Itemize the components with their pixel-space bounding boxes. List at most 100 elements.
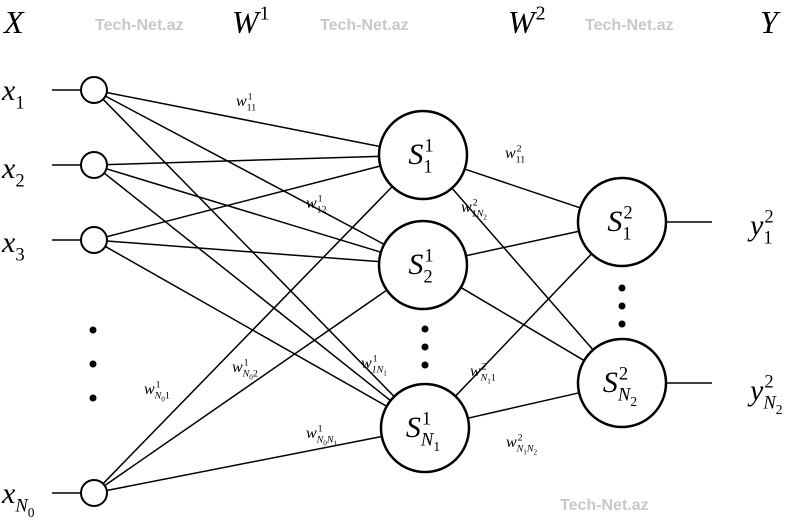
input-label-base: x: [1, 74, 16, 107]
hidden-neuron-label-base: S: [408, 248, 423, 281]
weight-label-base: w: [236, 93, 247, 110]
hidden-neuron-label-base: S: [406, 411, 421, 444]
input-label: x3: [1, 226, 25, 265]
ellipsis-dot: [89, 360, 97, 368]
weight-label-subscript: 0: [323, 439, 327, 447]
watermark-text: Tech-Net.az: [560, 497, 649, 514]
weight-label-superscript: 1: [156, 379, 161, 390]
connection-line: [460, 286, 585, 362]
hidden-neuron-label-base: S: [408, 138, 423, 171]
ellipsis-dot: [618, 284, 626, 292]
connection-line: [467, 392, 580, 419]
weight-label-superscript: 2: [473, 197, 478, 208]
column-header: X: [2, 4, 25, 40]
watermark-text: Tech-Net.az: [95, 17, 184, 34]
weight-label-base: w: [506, 434, 517, 451]
ellipsis-dot: [89, 326, 97, 334]
output-label-base: y: [747, 374, 764, 407]
connection-line: [103, 172, 392, 402]
input-node: [80, 76, 108, 104]
weight-label-superscript: 2: [518, 432, 523, 443]
weight-label-base: w: [144, 381, 155, 398]
weight-label-subscript: 1N: [472, 208, 485, 219]
weight-label-subscript: 2: [253, 368, 258, 379]
connection-line: [454, 253, 593, 397]
watermark-text: Tech-Net.az: [585, 17, 674, 34]
ellipsis-dot: [421, 343, 429, 351]
weight-label-subscript: N: [316, 434, 325, 445]
weight-label-subscript: 1: [523, 448, 527, 456]
weight-label-subscript: N: [526, 443, 535, 454]
weight-label-base: w: [505, 145, 516, 162]
output-label-superscript: 2: [764, 206, 773, 227]
input-node: [80, 479, 108, 507]
connection-line: [102, 98, 395, 398]
hidden-neuron-label-superscript: 1: [424, 245, 433, 266]
ellipsis-dot: [618, 302, 626, 310]
watermark-text: Tech-Net.az: [320, 17, 409, 34]
weight-label-subscript: 11: [247, 102, 257, 113]
output-label-superscript: 2: [764, 371, 773, 392]
input-label-subscript: 0: [28, 505, 35, 520]
weight-label-base: w: [232, 359, 243, 376]
weight-label-subscript: 1: [333, 439, 337, 447]
hidden-neuron-label-superscript: 1: [424, 135, 433, 156]
weight-label-superscript: 1: [244, 357, 249, 368]
weight-label-subscript: 1: [383, 369, 387, 377]
input-node: [80, 151, 108, 179]
column-header-base: W: [508, 4, 538, 40]
weight-label-subscript: N: [154, 390, 163, 401]
output-neuron: [576, 176, 668, 268]
connections: [52, 89, 712, 494]
weight-label-subscript: 0: [161, 395, 165, 403]
input-label-base: x: [1, 152, 16, 185]
weight-label-subscript: 1: [491, 372, 496, 383]
weight-label-subscript: 1: [487, 377, 491, 385]
input-label: xN0: [1, 477, 35, 520]
weight-label-base: w: [361, 355, 372, 372]
connection-line: [104, 245, 388, 407]
output-neuron-label-base: S: [603, 366, 618, 399]
weight-label-superscript: 2: [482, 361, 487, 372]
weight-label-superscript: 1: [248, 91, 253, 102]
output-label-subscript: 2: [776, 402, 783, 417]
hidden-neuron-label-superscript: 1: [422, 408, 431, 429]
hidden-neuron-label-subscript: 1: [433, 439, 440, 454]
connection-line: [106, 165, 381, 238]
weight-label-superscript: 1: [318, 423, 323, 434]
ellipsis-dot: [89, 394, 97, 402]
input-label: x2: [1, 152, 25, 191]
weight-label-subscript: 11: [516, 154, 526, 165]
ellipsis-dot: [421, 325, 429, 333]
weight-label-subscript: 12: [317, 204, 327, 215]
connection-line: [451, 187, 594, 351]
output-neuron-label-base: S: [607, 205, 622, 238]
column-header-superscript: 2: [536, 3, 546, 25]
output-neuron-label-subscript: 1: [622, 223, 631, 244]
input-label: x1: [1, 74, 25, 113]
column-header: Y: [760, 4, 781, 40]
connection-line: [105, 95, 385, 245]
weight-label-superscript: 1: [373, 353, 378, 364]
ellipsis-dot: [421, 361, 429, 369]
input-node: [80, 226, 108, 254]
weight-label-subscript: 1: [165, 390, 170, 401]
weight-label-base: w: [461, 199, 472, 216]
input-label-subscript: 2: [15, 170, 24, 191]
connection-line: [106, 155, 380, 166]
connection-line: [106, 240, 380, 263]
